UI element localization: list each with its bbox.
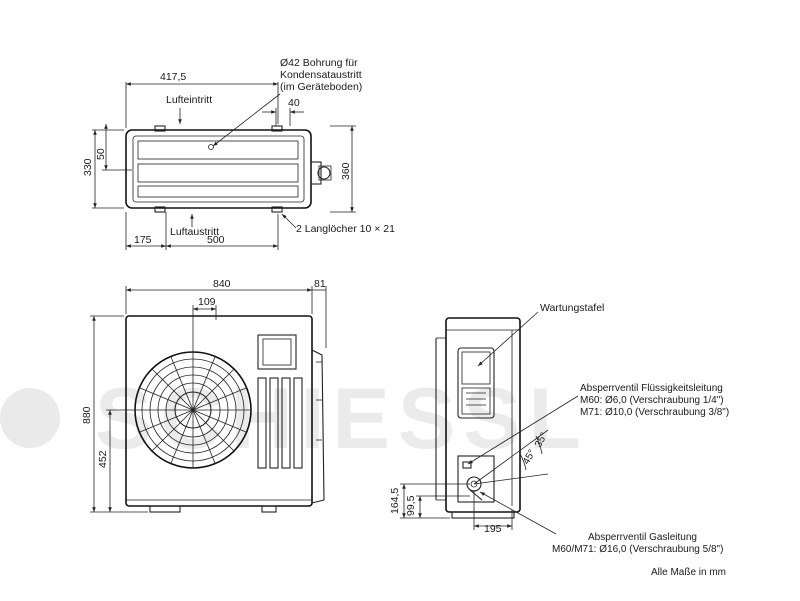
valve-liquid-line1: Absperrventil Flüssigkeitsleitung	[580, 383, 723, 394]
dim-40: 40	[288, 97, 300, 109]
label-bore-line1: Ø42 Bohrung für	[280, 57, 358, 69]
dim-109: 109	[198, 296, 216, 308]
label-bore-line3: (im Geräteboden)	[280, 81, 362, 93]
valve-gas-line1: Absperrventil Gasleitung	[588, 532, 697, 543]
side-view: 45° 35° 164,5 99,5 195 Wartungstafel Abs…	[389, 302, 729, 555]
fan-grill	[134, 351, 252, 469]
service-panel	[457, 347, 495, 419]
dim-880: 880	[81, 406, 93, 424]
dim-360: 360	[340, 162, 352, 180]
front-view: 840 81 109 880 452	[81, 278, 327, 513]
dim-81: 81	[314, 278, 326, 290]
label-air-in: Lufteintritt	[166, 94, 212, 106]
dim-452: 452	[97, 450, 109, 468]
dim-195: 195	[484, 523, 502, 535]
top-view: 417,5 330 50 360 40 175 500 Lufteintritt…	[82, 57, 395, 250]
dim-50: 50	[95, 148, 107, 160]
dim-99-5: 99,5	[405, 495, 417, 516]
valve-liquid-line3: M71: Ø10,0 (Verschraubung 3/8")	[580, 407, 729, 418]
front-view-outline	[125, 315, 313, 507]
watermark-text: SCHIESSL	[95, 371, 589, 467]
note-units: Alle Maße in mm	[651, 567, 726, 578]
dim-840: 840	[213, 278, 231, 290]
valve-liquid-line2: M60: Ø6,0 (Verschraubung 1/4")	[580, 395, 724, 406]
label-slots: 2 Langlöcher 10 × 21	[296, 223, 395, 235]
dim-164-5: 164,5	[389, 488, 401, 514]
dim-500: 500	[207, 234, 225, 246]
valve-gas-line2: M60/M71: Ø16,0 (Verschraubung 5/8")	[552, 544, 723, 555]
label-service-panel: Wartungstafel	[540, 302, 604, 314]
label-bore-line2: Kondensataustritt	[280, 69, 362, 81]
dim-330: 330	[82, 158, 94, 176]
label-air-out: Luftaustritt	[170, 226, 219, 238]
dim-417-5: 417,5	[160, 71, 186, 83]
dim-175: 175	[134, 234, 152, 246]
